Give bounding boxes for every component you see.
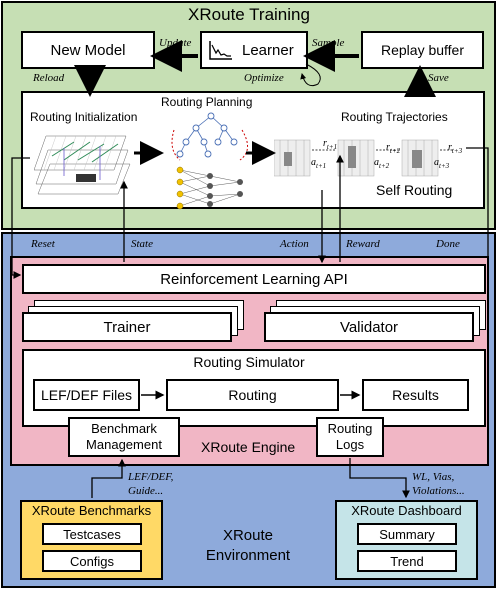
trend-box: Trend — [357, 550, 457, 572]
environment-title-1: XRoute — [222, 527, 274, 544]
engine-title: XRoute Engine — [201, 439, 296, 455]
environment-title-2: Environment — [205, 547, 291, 564]
traj-r1: rt+1 — [323, 138, 338, 151]
routing-trajectories-label: Routing Trajectories — [341, 110, 448, 124]
reward-label: Reward — [346, 238, 380, 250]
done-label: Done — [436, 238, 460, 250]
wl-vias-label-2: Violations... — [412, 485, 465, 497]
wl-vias-label-1: WL, Vias, — [412, 471, 455, 483]
benchmarks-to-management-arrow — [91, 458, 126, 498]
testcases-label: Testcases — [63, 526, 121, 542]
benchmark-management-box: Benchmark Management — [68, 417, 180, 457]
lef-def-files-label: LEF/DEF Files — [40, 387, 132, 403]
action-label: Action — [280, 238, 309, 250]
rl-api-label: Reinforcement Learning API — [160, 270, 348, 288]
training-title: XRoute Training — [188, 5, 310, 24]
routing-logs-label-1: Routing — [327, 421, 373, 436]
traj-a3: at+3 — [434, 157, 450, 170]
traj-r2: rt+2 — [386, 142, 401, 155]
reset-line — [11, 157, 30, 279]
trend-label: Trend — [390, 553, 424, 569]
trainer-label: Trainer — [103, 318, 151, 336]
results-label: Results — [392, 387, 439, 403]
replay-buffer-label: Replay buffer — [380, 42, 464, 58]
learner-box: Learner — [200, 31, 308, 69]
validator-box: Validator — [264, 312, 474, 342]
lef-def-guide-label-2: Guide... — [128, 485, 164, 497]
routing-logs-label-2: Logs — [335, 437, 365, 452]
new-model-label: New Model — [50, 41, 126, 59]
replay-buffer-box: Replay buffer — [361, 31, 484, 69]
state-label: State — [131, 238, 153, 250]
done-line — [466, 147, 489, 275]
configs-box: Configs — [42, 550, 142, 572]
configs-label: Configs — [69, 553, 115, 569]
routing-logs-box: Routing Logs — [316, 417, 384, 457]
traj-a2: at+2 — [374, 157, 390, 170]
traj-a1: at+1 — [311, 157, 327, 170]
self-routing-label: Self Routing — [376, 182, 453, 198]
traj-r3: rt+3 — [448, 142, 463, 155]
testcases-box: Testcases — [42, 523, 142, 545]
routing-grid-illustration — [34, 135, 131, 195]
lef-def-guide-label-1: LEF/DEF, — [128, 471, 174, 483]
lef-def-files-box: LEF/DEF Files — [33, 379, 140, 411]
routing-initialization-label: Routing Initialization — [30, 110, 138, 124]
reload-label: Reload — [33, 72, 65, 84]
routing-planning-illustration — [171, 112, 248, 210]
summary-box: Summary — [357, 523, 457, 545]
results-box: Results — [362, 379, 469, 411]
optimize-label: Optimize — [244, 72, 284, 84]
benchmark-management-label-2: Management — [86, 437, 162, 452]
learning-curve-icon — [209, 41, 232, 60]
rl-api-box: Reinforcement Learning API — [22, 264, 486, 294]
learner-label: Learner — [242, 41, 294, 59]
benchmarks-title: XRoute Benchmarks — [31, 503, 152, 518]
routing-label: Routing — [228, 387, 277, 403]
routing-box: Routing — [166, 379, 339, 411]
trainer-box: Trainer — [22, 312, 232, 342]
routing-simulator-label: Routing Simulator — [193, 354, 305, 370]
summary-label: Summary — [379, 526, 435, 542]
optimize-loop — [300, 63, 321, 87]
reset-label: Reset — [31, 238, 55, 250]
validator-label: Validator — [339, 318, 399, 336]
routing-trajectory-panels — [274, 139, 454, 177]
dashboard-title: XRoute Dashboard — [351, 503, 462, 518]
benchmark-management-label-1: Benchmark — [91, 421, 157, 436]
routing-planning-label: Routing Planning — [161, 95, 253, 109]
logs-to-dashboard-arrow — [349, 458, 410, 499]
